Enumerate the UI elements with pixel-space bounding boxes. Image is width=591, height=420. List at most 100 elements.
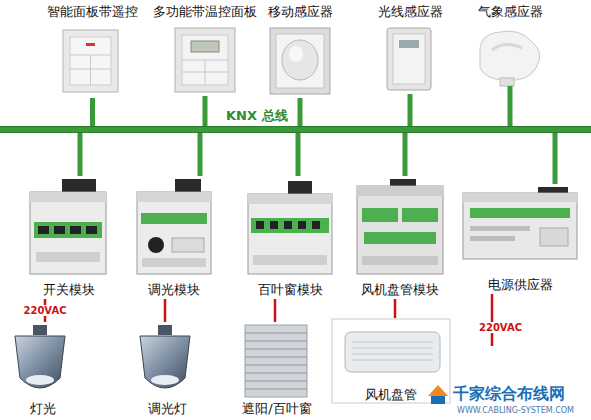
switch-module-drawing-part: [30, 192, 106, 202]
load-device: 灯光: [8, 322, 78, 418]
blind-module-drawing-part: [248, 194, 332, 204]
device-label: 光线感应器: [372, 4, 448, 19]
dimmer-module-drawing-part: [148, 237, 164, 253]
switch-module-drawing-part: [38, 226, 49, 234]
power-supply-drawing-part: [463, 193, 577, 202]
watermark-logo: [428, 385, 448, 404]
watermark: 千家综合布线网: [452, 384, 566, 405]
smart-panel-part: [63, 30, 118, 92]
power-supply-drawing-part: [470, 236, 515, 241]
dimmer-module-drawing-part: [142, 258, 206, 267]
motion-sensor: [270, 28, 330, 94]
device-label: 风机盘管模块: [353, 282, 447, 297]
actuator-module: 调光模块: [133, 176, 215, 299]
lamp-drawing-part: [15, 336, 65, 388]
switch-module-drawing: [30, 179, 106, 274]
light-sensor-part: [399, 40, 419, 48]
bus-drop-line: [296, 133, 301, 176]
bus-drop-line: [198, 133, 203, 176]
bus-drop-line: [403, 133, 408, 176]
bus-drop-line: [298, 98, 303, 126]
power-wire: [274, 299, 277, 322]
fancoil-module-drawing-part: [362, 256, 438, 265]
blind-module-drawing-part: [248, 194, 332, 274]
blind-module-drawing-part: [312, 221, 320, 229]
dimmable-lamp-drawing-part: [158, 325, 172, 335]
power-supply: 电源供应器: [460, 184, 580, 294]
motion-sensor-part: [289, 46, 303, 62]
blind-module-drawing-part: [256, 221, 264, 229]
bus-drop-line: [78, 133, 83, 176]
watermark-url: WWW.CABLING-SYSTEM.COM: [456, 406, 575, 415]
blinds-drawing-part: [245, 357, 307, 358]
weather-sensor: [480, 31, 540, 86]
lamp-drawing-part: [33, 325, 47, 335]
load-device: 调光灯: [130, 322, 205, 418]
dimmer-module-drawing-part: [172, 238, 204, 252]
device-label: 智能面板带遥控: [44, 4, 141, 19]
voltage-label: 220VAC: [22, 305, 67, 316]
light-sensor: [387, 28, 431, 90]
smart-panel-part: [86, 43, 95, 46]
switch-module-drawing-part: [86, 226, 97, 234]
blinds-drawing-part: [245, 325, 307, 397]
dimmer-module-drawing-part: [137, 192, 211, 202]
light-sensor-part: [387, 28, 431, 90]
weather-sensor-part: [480, 31, 540, 80]
blinds-drawing-part: [245, 389, 307, 390]
thermostat-panel-part: [182, 35, 228, 85]
sensor-panel: 光线感应器: [372, 4, 448, 94]
sensor-panel: 气象感应器: [468, 4, 552, 86]
power-wire: [164, 299, 167, 322]
device-label: 移动感应器: [262, 4, 338, 19]
fancoil-module-drawing-part: [357, 186, 443, 274]
device-label: 电源供应器: [460, 277, 580, 292]
power-supply-drawing-part: [540, 228, 568, 246]
fancoil-drawing-part: [345, 332, 440, 372]
weather-sensor-part: [492, 44, 522, 50]
device-label: 开关模块: [25, 282, 112, 297]
fancoil-module-drawing-part: [364, 232, 436, 244]
switch-module-drawing-part: [70, 226, 81, 234]
fancoil-module-drawing: [357, 179, 443, 274]
smart-panel-part: [70, 37, 111, 85]
dimmer-module-drawing-part: [141, 213, 207, 224]
motion-sensor-part: [276, 34, 324, 88]
dimmer-module-drawing: [137, 179, 211, 274]
sensor-panel: 移动感应器: [262, 4, 338, 98]
switch-module-drawing-part: [36, 252, 100, 262]
actuator-module: 风机盘管模块: [353, 176, 447, 299]
fancoil-module-drawing-part: [362, 208, 398, 222]
bus-drop-line: [553, 133, 558, 184]
blinds-drawing-part: [245, 381, 307, 382]
power-supply-drawing: [463, 187, 577, 259]
smart-panel-part: [90, 55, 91, 85]
dimmable-lamp-drawing-part: [140, 336, 190, 388]
power-wire: [394, 299, 397, 318]
actuator-module: 百叶窗模块: [245, 176, 335, 299]
blind-module-drawing-part: [253, 255, 327, 265]
device-label: 风机盘管: [330, 387, 452, 402]
thermostat-panel: [175, 28, 235, 92]
blinds-drawing-part: [245, 341, 307, 342]
blind-module-drawing-part: [298, 221, 306, 229]
blinds-drawing: [245, 325, 307, 397]
blinds-drawing-part: [245, 365, 307, 366]
load-device: 遮阳/百叶窗: [232, 322, 322, 418]
load-device: 风机盘管: [330, 318, 452, 404]
fancoil-module-drawing-part: [402, 208, 438, 222]
bus-drop-line: [203, 96, 208, 126]
blind-module-drawing: [248, 181, 332, 274]
light-sensor-part: [393, 34, 425, 84]
motion-sensor-part: [270, 28, 330, 94]
voltage-label: 220VAC: [478, 322, 523, 333]
actuator-module: 开关模块: [25, 176, 112, 299]
blinds-drawing-part: [245, 373, 307, 374]
thermostat-panel-part: [191, 41, 219, 52]
dimmable-lamp-drawing: [140, 325, 190, 388]
device-label: 灯光: [8, 401, 78, 416]
device-label: 调光模块: [133, 282, 215, 297]
